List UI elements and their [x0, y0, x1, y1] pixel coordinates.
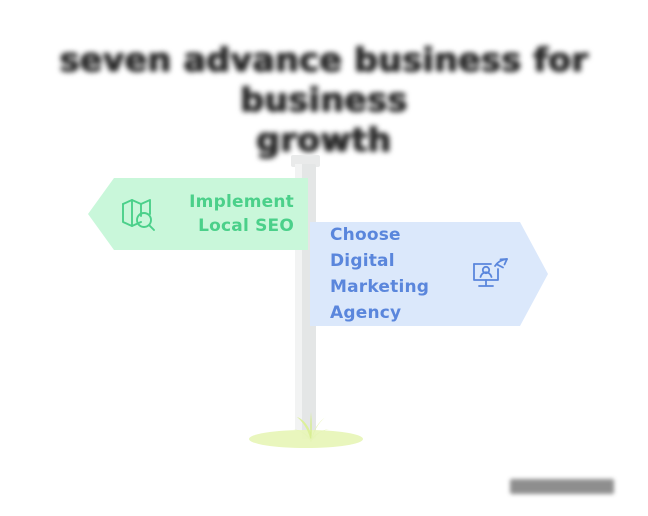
sign-blue-line-3: Agency	[330, 303, 402, 323]
sign-green-line-2: Local SEO	[198, 216, 294, 236]
monitor-user-pointer-icon	[470, 253, 512, 295]
map-search-icon	[118, 194, 158, 234]
sign-green-line-1: Implement	[189, 192, 294, 212]
page-title-line-2: growth	[256, 120, 392, 159]
ground-ellipse	[249, 430, 363, 448]
sign-blue-line-2: Marketing	[330, 277, 430, 297]
grass-icon	[285, 408, 337, 442]
sign-implement-local-seo-label: Implement Local SEO	[168, 190, 294, 238]
sign-choose-digital-marketing-agency[interactable]: Choose Digital Marketing Agency	[310, 222, 548, 326]
signpost-pole-highlight	[295, 164, 302, 439]
watermark: watermark	[510, 479, 614, 494]
sign-blue-line-1: Choose Digital	[330, 225, 401, 271]
sign-choose-digital-marketing-agency-label: Choose Digital Marketing Agency	[330, 222, 462, 326]
sign-implement-local-seo[interactable]: Implement Local SEO	[88, 178, 308, 250]
page-title: seven advance business for business grow…	[0, 40, 648, 160]
page-title-line-1: seven advance business for business	[59, 40, 589, 119]
